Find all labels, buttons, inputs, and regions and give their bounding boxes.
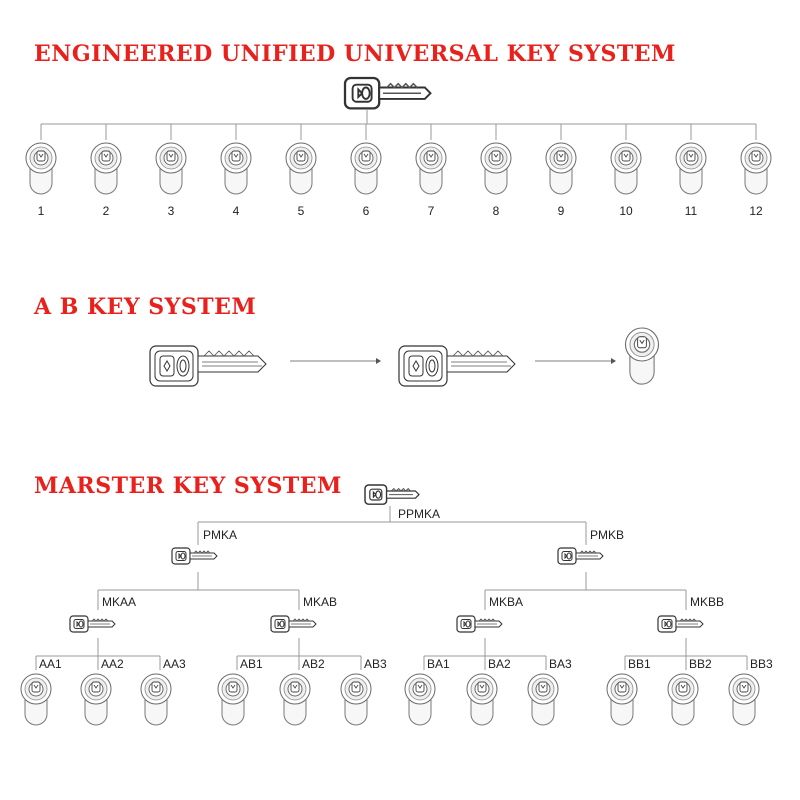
lock-cylinder-icon — [140, 673, 172, 726]
cylinder-number: 3 — [168, 204, 175, 218]
lock-cylinder-icon — [404, 673, 436, 726]
mk-label: MKBA — [489, 595, 523, 609]
section1-tree-lines — [40, 109, 757, 140]
mk-label: MKAA — [102, 595, 136, 609]
lock-cylinder-icon — [415, 142, 447, 195]
lock-cylinder-icon — [217, 673, 249, 726]
mk-key-icon — [456, 615, 503, 633]
lock-cylinder-icon — [220, 142, 252, 195]
cylinder-label: BA2 — [488, 657, 511, 671]
lock-cylinder-icon — [667, 673, 699, 726]
lock-cylinder-icon — [350, 142, 382, 195]
cylinder-number: 4 — [233, 204, 240, 218]
lock-cylinder-icon — [527, 673, 559, 726]
cylinder-number: 2 — [103, 204, 110, 218]
section3-cylinders — [20, 673, 760, 726]
section3-tree-lines — [35, 506, 748, 670]
cylinder-number: 12 — [749, 204, 763, 218]
key-a-icon — [149, 345, 267, 387]
lock-cylinder-icon — [740, 142, 772, 195]
lock-cylinder-icon — [624, 327, 660, 385]
cylinder-label: BB2 — [689, 657, 712, 671]
cylinder-number: 11 — [685, 204, 698, 218]
cylinder-number: 5 — [298, 204, 305, 218]
section1-title: ENGINEERED UNIFIED UNIVERSAL KEY SYSTEM — [34, 41, 676, 67]
section3-title: MARSTER KEY SYSTEM — [34, 473, 342, 499]
arrow-right-icon — [535, 358, 616, 364]
mk-key-icon — [69, 615, 116, 633]
pmk-label: PMKB — [590, 528, 624, 542]
key-b-icon — [398, 345, 516, 387]
mk-key-icon — [657, 615, 704, 633]
lock-cylinder-icon — [545, 142, 577, 195]
lock-cylinder-icon — [25, 142, 57, 195]
cylinder-label: AB2 — [302, 657, 325, 671]
cylinder-number: 6 — [363, 204, 370, 218]
lock-cylinder-icon — [90, 142, 122, 195]
cylinder-label: BA3 — [549, 657, 572, 671]
lock-cylinder-icon — [610, 142, 642, 195]
cylinder-label: AA3 — [163, 657, 186, 671]
section2-title: A B KEY SYSTEM — [33, 294, 256, 320]
lock-cylinder-icon — [606, 673, 638, 726]
pmk-key-icon — [557, 547, 604, 565]
lock-cylinder-icon — [20, 673, 52, 726]
cylinder-label: BA1 — [427, 657, 450, 671]
cylinder-label: AB3 — [364, 657, 387, 671]
section1-numbers: 1 2 3 4 5 6 7 8 9 10 11 12 — [38, 204, 763, 218]
cylinder-label: AA2 — [101, 657, 124, 671]
lock-cylinder-icon — [80, 673, 112, 726]
lock-cylinder-icon — [480, 142, 512, 195]
lock-cylinder-icon — [155, 142, 187, 195]
pmk-key-icon — [171, 547, 218, 565]
cylinder-label: AB1 — [240, 657, 263, 671]
lock-cylinder-icon — [728, 673, 760, 726]
arrow-right-icon — [290, 358, 381, 364]
lock-cylinder-icon — [675, 142, 707, 195]
lock-cylinder-icon — [466, 673, 498, 726]
lock-cylinder-icon — [285, 142, 317, 195]
cylinder-number: 7 — [428, 204, 435, 218]
pmk-label: PMKA — [203, 528, 237, 542]
cylinder-number: 8 — [493, 204, 500, 218]
cylinder-number: 10 — [619, 204, 633, 218]
ppmk-label: PPMKA — [398, 507, 440, 521]
cylinder-label: AA1 — [39, 657, 62, 671]
section1-cylinders — [25, 142, 772, 195]
master-key-icon — [343, 76, 432, 110]
mk-label: MKBB — [690, 595, 724, 609]
cylinder-number: 9 — [558, 204, 565, 218]
lock-cylinder-icon — [340, 673, 372, 726]
ppmk-key-icon — [364, 484, 420, 505]
cylinder-number: 1 — [38, 204, 45, 218]
mk-key-icon — [270, 615, 317, 633]
mk-label: MKAB — [303, 595, 337, 609]
cylinder-label: BB1 — [628, 657, 651, 671]
lock-cylinder-icon — [279, 673, 311, 726]
cylinder-label: BB3 — [750, 657, 773, 671]
